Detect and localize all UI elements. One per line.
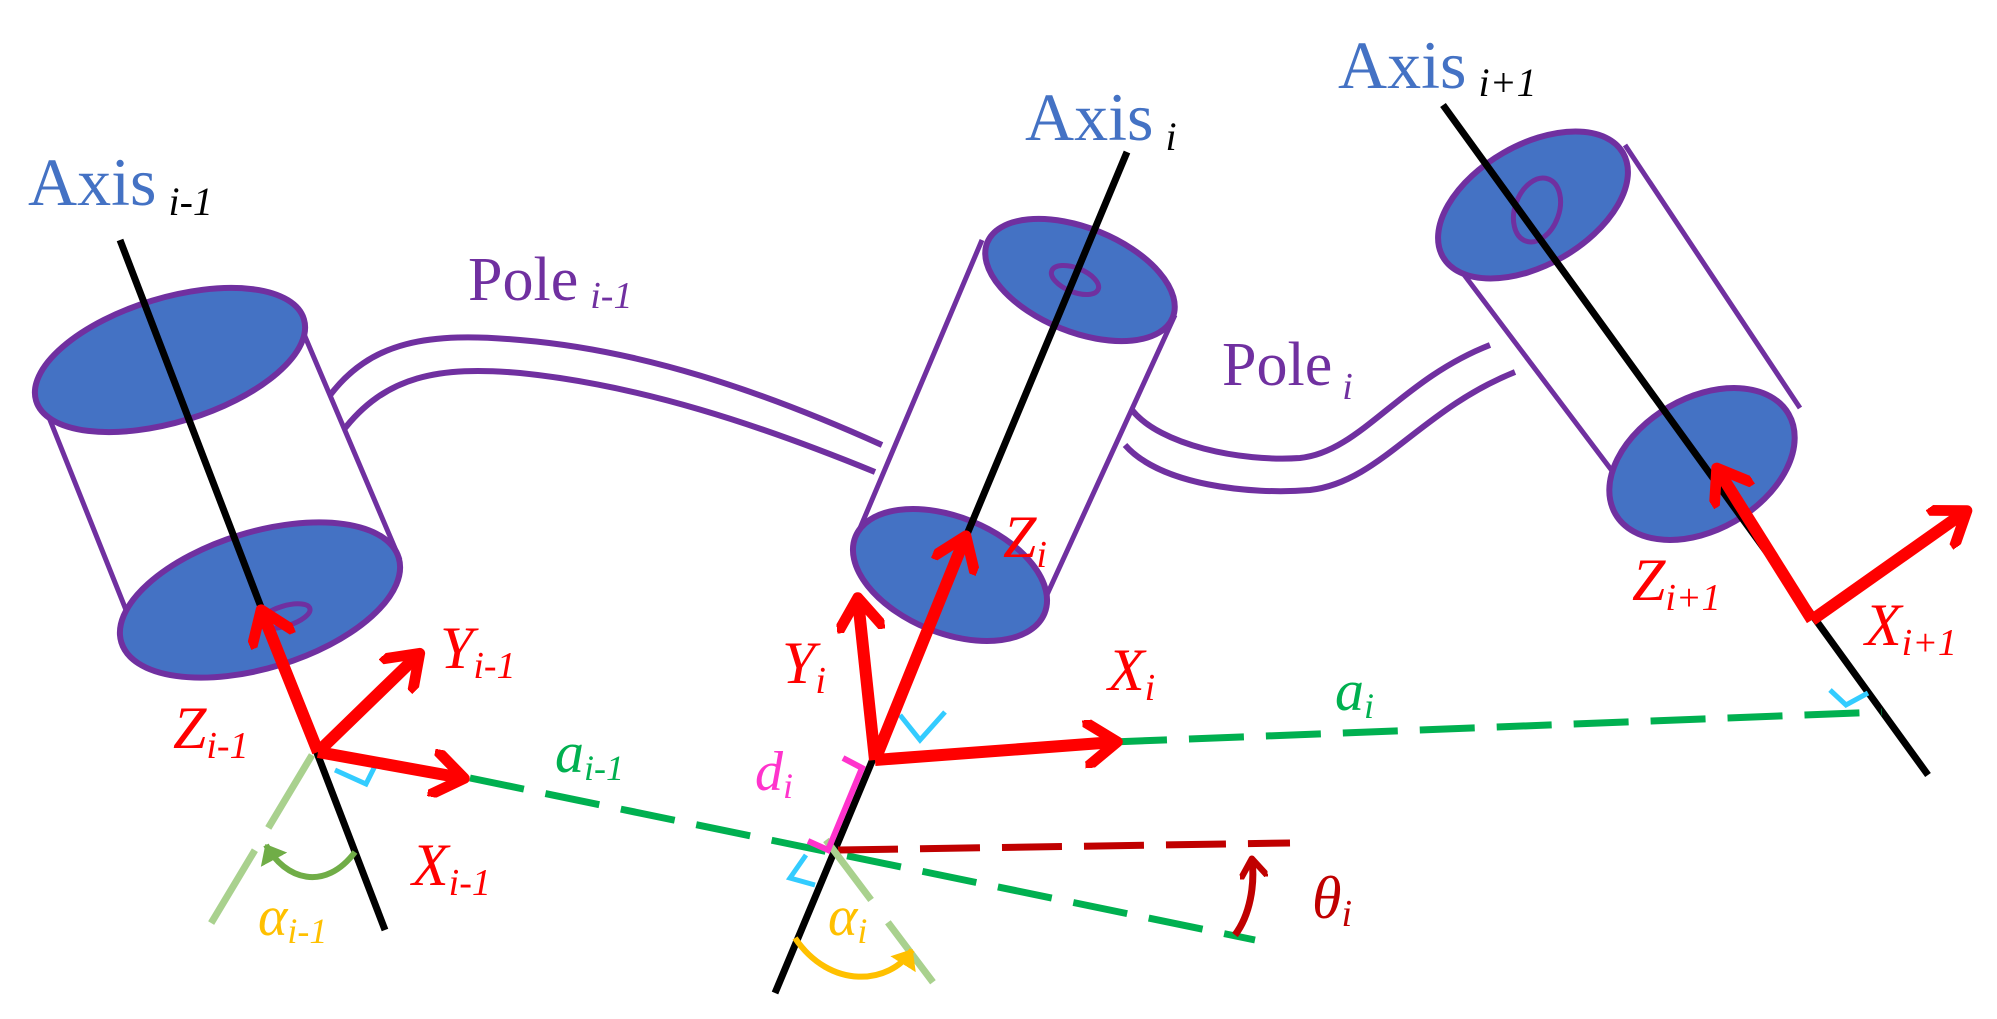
x-prev-extension: [837, 839, 1291, 854]
twist-ref-prev: [194, 753, 316, 947]
z-prev-arrow: [262, 612, 324, 755]
a-i-dashed: [1111, 708, 1883, 746]
x-next-label: Xi+1: [1863, 592, 1957, 664]
axis-next-line: [1440, 102, 1931, 778]
pole-prev-link: [325, 334, 884, 475]
joint-next-cylinder: [1435, 128, 1803, 543]
alpha-prev-label: αi-1: [258, 886, 327, 951]
a-prev-dashed: [469, 774, 1256, 944]
right-angle-next: [1828, 688, 1870, 709]
alpha-prev-arc: [260, 843, 358, 881]
theta-i-label: θi: [1312, 865, 1352, 935]
x-i-arrow: [874, 742, 1115, 760]
joint-prev-cylinder: [31, 284, 404, 681]
y-prev-arrow: [313, 655, 418, 757]
x-prev-label: Xi-1: [410, 832, 491, 904]
y-i-label: Yi: [782, 630, 826, 702]
z-i-arrow: [869, 538, 965, 763]
z-next-label: Zi+1: [1632, 547, 1721, 619]
y-prev-label: Yi-1: [440, 615, 516, 687]
z-i-label: Zi: [1003, 504, 1047, 576]
alpha-i-arc: [792, 936, 916, 980]
axis-prev-line: [116, 238, 389, 932]
z-prev-label: Zi-1: [173, 695, 249, 767]
d-i-label: di: [755, 741, 793, 806]
right-angle-i-upper: [898, 710, 947, 744]
twist-ref-i: [823, 837, 938, 988]
theta-arc: [1232, 860, 1253, 938]
right-angle-i-lower: [785, 853, 816, 888]
x-i-label: Xi: [1106, 637, 1155, 709]
offset-d-marker: [806, 755, 866, 855]
pole-i-link: [1122, 342, 1517, 495]
a-prev-label: ai-1: [555, 720, 624, 788]
a-i-label: ai: [1335, 658, 1374, 726]
z-next-arrow: [1718, 470, 1818, 624]
x-prev-arrow: [316, 746, 462, 778]
x-next-arrow: [1808, 512, 1965, 625]
right-angle-markers: [333, 688, 1870, 888]
alpha-i-label: αi: [828, 886, 867, 951]
y-i-arrow: [858, 600, 875, 761]
